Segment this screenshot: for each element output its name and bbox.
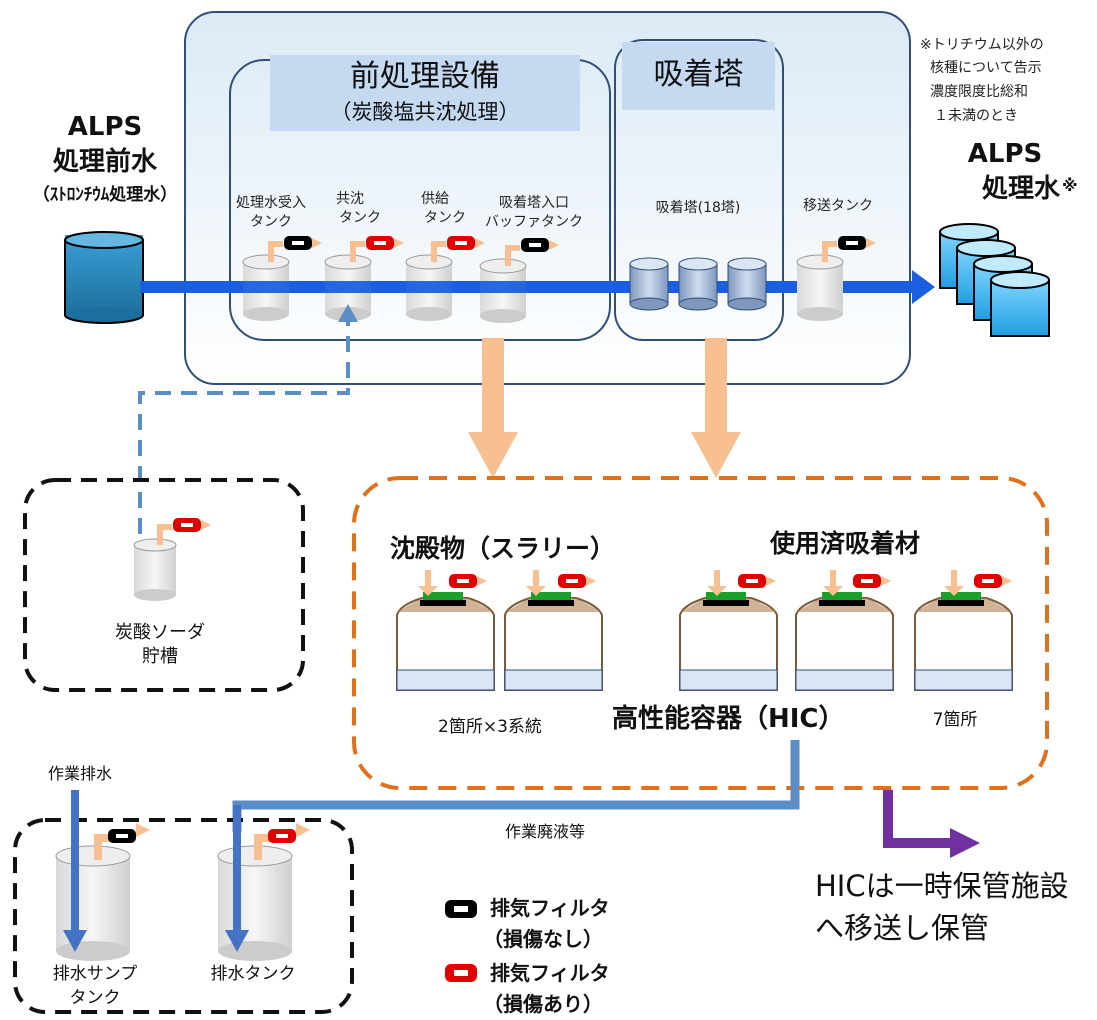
pretreatment-subtitle: （炭酸塩共沈処理） <box>330 100 520 124</box>
pretreatment-title-bg <box>270 55 580 131</box>
adsorption-title: 吸着塔 <box>653 57 744 92</box>
soda-tank-icon <box>133 518 211 601</box>
soda-feed-line <box>138 320 350 560</box>
output-note-line2: 核種について告示 <box>930 60 1042 76</box>
transfer-tank-label: 移送タンク <box>803 198 873 214</box>
source-title-line1: ALPS <box>67 112 143 142</box>
filter-transfer <box>822 236 876 262</box>
hic-storage-line1: HICは一時保管施設 <box>815 869 1069 903</box>
adsorbent-title: 使用済吸着材 <box>770 529 921 558</box>
output-title-line1: ALPS <box>967 139 1043 169</box>
adsorption-label: 吸着塔(18塔) <box>655 200 741 216</box>
coprecipitation-tank-label-1: 共沈 <box>336 191 364 207</box>
buffer-tank-label-2: バッファタンク <box>485 214 583 230</box>
treated-water-tanks-icon <box>939 223 1050 337</box>
receiving-tank-label-2: タンク <box>250 214 292 230</box>
adsorption-title-bg <box>622 42 775 110</box>
hic-container-icon <box>679 570 778 691</box>
hic-container-icon <box>795 570 894 691</box>
hic-container-icon <box>504 570 603 691</box>
drain-tank-label: 排水タンク <box>210 964 296 984</box>
adsorption-tower-icon <box>678 257 718 311</box>
hic-container-icon <box>914 570 1013 691</box>
legend-damaged-line2: （損傷あり） <box>483 992 603 1016</box>
drain-box <box>13 818 354 1014</box>
work-drain-label: 作業排水 <box>47 764 112 783</box>
adsorption-tower-icon <box>727 257 767 311</box>
adsorbent-count: 7箇所 <box>932 710 978 730</box>
output-note-line4: １未満のとき <box>934 108 1018 124</box>
filter-buffer <box>505 238 559 266</box>
output-title-line2: 処理水 <box>981 174 1060 204</box>
soda-label-line2: 貯槽 <box>142 646 178 667</box>
hic-storage-line2: へ移送し保管 <box>815 911 990 945</box>
adsorption-box <box>614 39 784 341</box>
source-title-line2: 処理前水 <box>52 147 157 177</box>
legend-intact-line2: （損傷なし） <box>483 927 603 951</box>
peach-down-arrow <box>468 338 518 478</box>
filter-coprecipitation <box>350 236 404 262</box>
soda-label-line1: 炭酸ソーダ <box>115 622 205 643</box>
buffer-tank-label-1: 吸着塔入口 <box>499 195 569 211</box>
coprecipitation-tank-label-2: タンク <box>339 210 381 226</box>
legend-intact-filter-icon <box>445 900 477 918</box>
source-title-line3: （ｽﾄﾛﾝﾁｳﾑ処理水） <box>32 185 178 205</box>
sump-label-line1: 排水サンプ <box>52 964 138 984</box>
supply-tank-label-2: タンク <box>424 210 466 226</box>
output-title-mark: ※ <box>1062 176 1078 195</box>
pretreatment-title: 前処理設備 <box>350 59 500 94</box>
output-note-line1: ※トリチウム以外の <box>920 37 1044 53</box>
hic-title: 高性能容器（HIC） <box>612 704 845 734</box>
adsorption-tower-icon <box>629 257 669 311</box>
filter-supply <box>431 236 485 262</box>
sludge-count: 2箇所×3系統 <box>438 717 542 737</box>
storage-arrow <box>883 790 955 848</box>
sump-label-line2: タンク <box>69 988 121 1008</box>
output-note-line3: 濃度限度比総和 <box>930 84 1028 100</box>
filter-receiving <box>268 236 322 262</box>
legend-damaged-line1: 排気フィルタ <box>490 961 610 985</box>
hic-container-icon <box>396 570 495 691</box>
sludge-title: 沈殿物（スラリー） <box>390 534 616 563</box>
waste-label: 作業廃液等 <box>504 822 585 841</box>
main-flow-arrowhead <box>912 270 935 304</box>
receiving-tank-label-1: 処理水受入 <box>236 195 306 211</box>
soda-box <box>23 478 305 692</box>
transfer-tank-icon <box>796 254 844 321</box>
peach-down-arrow <box>691 338 741 478</box>
legend-damaged-filter-icon <box>445 964 477 982</box>
supply-tank-label-1: 供給 <box>421 191 449 207</box>
source-tank-icon <box>64 231 144 324</box>
hic-section-box <box>352 476 1049 790</box>
legend-intact-line1: 排気フィルタ <box>490 896 610 920</box>
